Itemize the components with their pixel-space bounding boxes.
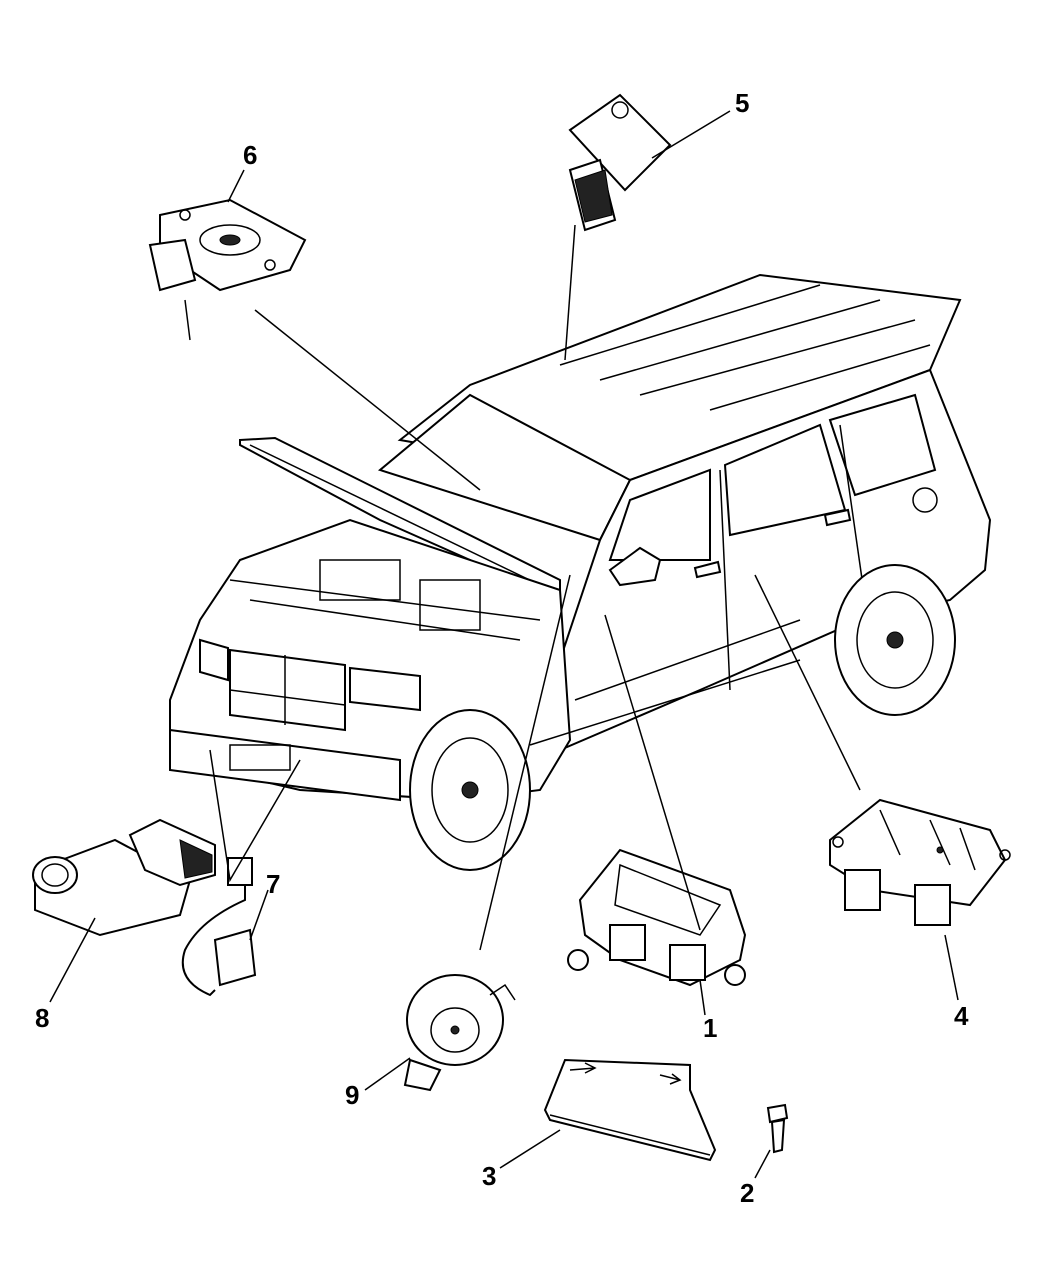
callout-1: 1 [703, 1013, 717, 1043]
callout-9: 9 [345, 1080, 359, 1110]
part-5-side-impact-sensor [568, 93, 672, 232]
part-2-bolt [766, 1103, 789, 1154]
leader-line-6 [227, 169, 245, 203]
vehicle-illustration [169, 273, 992, 871]
callout-7: 7 [266, 869, 280, 899]
leader-line-2 [754, 1149, 771, 1179]
leader-line-1 [699, 979, 706, 1016]
leader-line-3 [499, 1129, 561, 1169]
leader-line-5-vehicle [564, 224, 576, 361]
callout-4: 4 [954, 1001, 969, 1031]
part-1-airbag-control-module [567, 848, 747, 987]
leader-line-6-vehicle [254, 309, 481, 491]
callout-2: 2 [740, 1178, 754, 1208]
part-7-wiring-pigtail [181, 857, 257, 997]
leader-line-7 [249, 889, 269, 941]
part-4-occupant-classification-module [829, 798, 1011, 926]
leader-line-8-vehicle [209, 749, 301, 883]
part-8-front-impact-sensor [32, 818, 216, 937]
leader-line-9-vehicle [479, 574, 571, 951]
callout-8: 8 [35, 1003, 49, 1033]
leader-line-4 [944, 934, 959, 1001]
part-9-clockspring [403, 974, 516, 1092]
leader-line-8 [49, 917, 96, 1003]
leader-line-5 [651, 110, 731, 159]
leader-line-4-vehicle [754, 574, 861, 791]
part-6-rollover-sensor [148, 198, 307, 341]
leader-line-9 [364, 1057, 411, 1091]
leader-line-1-vehicle [604, 614, 701, 931]
leader-lines [49, 110, 959, 1179]
part-3-module-cover [543, 1058, 717, 1162]
callout-6: 6 [243, 140, 257, 170]
callout-5: 5 [735, 88, 749, 118]
callout-3: 3 [482, 1161, 496, 1191]
